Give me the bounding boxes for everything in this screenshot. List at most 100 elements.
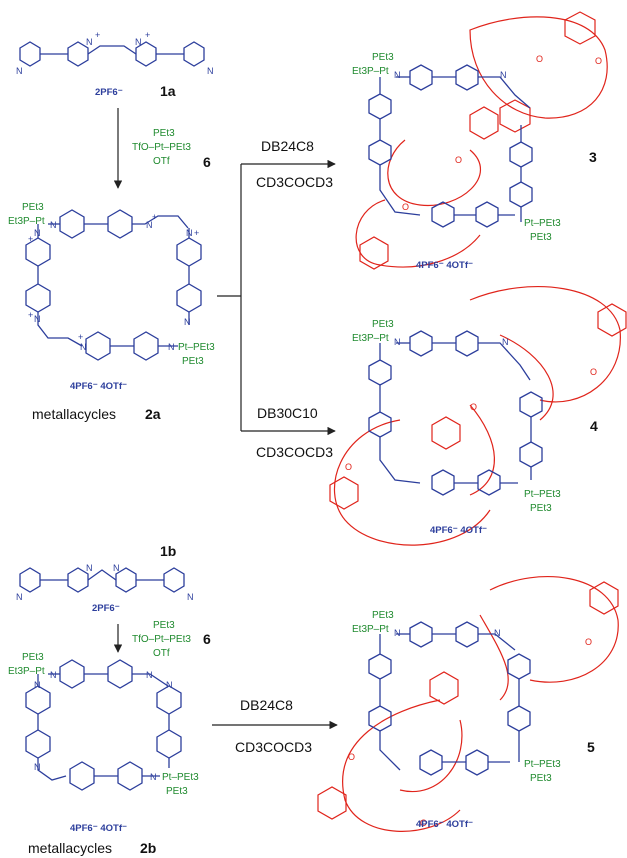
- svg-text:N: N: [50, 670, 57, 680]
- salt-2a: 4PF6⁻ 4OTf⁻: [70, 381, 127, 392]
- svg-text:Pt–PEt3: Pt–PEt3: [524, 759, 561, 770]
- branch-arrows-2a: [217, 159, 336, 436]
- salt-1a: 2PF6⁻: [95, 87, 123, 98]
- salt-1b: 2PF6⁻: [92, 603, 120, 614]
- svg-text:OTf: OTf: [153, 156, 170, 167]
- salt-2b: 4PF6⁻ 4OTf⁻: [70, 823, 127, 834]
- svg-text:Et3P–Pt: Et3P–Pt: [352, 624, 389, 635]
- reagent-6-top: PEt3 TfO–Pt–PEt3 OTf: [132, 128, 191, 167]
- svg-text:N: N: [80, 342, 87, 352]
- svg-text:PEt3: PEt3: [153, 620, 175, 631]
- svg-text:N: N: [186, 228, 193, 238]
- svg-text:PEt3: PEt3: [153, 128, 175, 139]
- svg-text:PEt3: PEt3: [530, 773, 552, 784]
- svg-text:TfO–Pt–PEt3: TfO–Pt–PEt3: [132, 634, 191, 645]
- svg-text:N: N: [502, 337, 509, 347]
- plus-charge: +: [95, 30, 100, 40]
- n-plus-atom: N: [135, 37, 142, 47]
- svg-text:O: O: [345, 462, 352, 472]
- svg-text:Et3P–Pt: Et3P–Pt: [8, 666, 45, 677]
- svg-text:Pt–PEt3: Pt–PEt3: [178, 342, 215, 353]
- n-plus-atom: N: [86, 37, 93, 47]
- svg-text:N: N: [34, 762, 41, 772]
- condition-r3-reagent: DB24C8: [261, 138, 314, 154]
- svg-text:O: O: [590, 367, 597, 377]
- svg-text:Pt–PEt3: Pt–PEt3: [524, 489, 561, 500]
- svg-text:N: N: [146, 220, 153, 230]
- svg-text:N: N: [34, 314, 41, 324]
- svg-text:N: N: [394, 337, 401, 347]
- compound-5-label: 5: [587, 739, 595, 755]
- compound-6-label-bottom: 6: [203, 631, 211, 647]
- svg-text:+: +: [194, 228, 199, 238]
- compound-3-label: 3: [589, 149, 597, 165]
- svg-text:N: N: [86, 563, 93, 573]
- svg-text:+: +: [78, 332, 83, 342]
- svg-text:O: O: [595, 56, 602, 66]
- svg-text:N: N: [184, 317, 191, 327]
- metallacycle-2b-label: metallacycles: [28, 840, 112, 856]
- svg-text:N: N: [113, 563, 120, 573]
- svg-text:PEt3: PEt3: [182, 356, 204, 367]
- svg-text:OTf: OTf: [153, 648, 170, 659]
- n-atom: N: [16, 66, 23, 76]
- plus-charge: +: [145, 30, 150, 40]
- metallacycle-2a-label: metallacycles: [32, 406, 116, 422]
- svg-text:N: N: [150, 772, 157, 782]
- svg-text:TfO–Pt–PEt3: TfO–Pt–PEt3: [132, 142, 191, 153]
- salt-4: 4PF6⁻ 4OTf⁻: [430, 525, 487, 536]
- condition-r5-solvent: CD3COCD3: [235, 739, 312, 755]
- svg-text:N: N: [16, 592, 23, 602]
- svg-text:O: O: [348, 752, 355, 762]
- ligand-1a: N N + N + N: [16, 30, 214, 76]
- svg-text:Et3P–Pt: Et3P–Pt: [352, 333, 389, 344]
- condition-r4-solvent: CD3COCD3: [256, 444, 333, 460]
- svg-text:N: N: [34, 228, 41, 238]
- svg-text:PEt3: PEt3: [372, 610, 394, 621]
- svg-text:PEt3: PEt3: [530, 503, 552, 514]
- product-3-structure: PEt3 Et3P–Pt N N Pt–PEt3 PEt3 O O O O: [352, 11, 608, 270]
- svg-text:PEt3: PEt3: [22, 202, 44, 213]
- svg-text:O: O: [455, 155, 462, 165]
- svg-text:O: O: [585, 637, 592, 647]
- svg-text:PEt3: PEt3: [22, 652, 44, 663]
- svg-text:N: N: [394, 628, 401, 638]
- condition-r4-reagent: DB30C10: [257, 405, 318, 421]
- svg-text:PEt3: PEt3: [372, 52, 394, 63]
- n-atom: N: [207, 66, 214, 76]
- svg-text:+: +: [28, 234, 33, 244]
- svg-text:+: +: [28, 310, 33, 320]
- metallacycle-2b-number: 2b: [140, 840, 156, 856]
- svg-text:O: O: [470, 402, 477, 412]
- svg-text:O: O: [402, 202, 409, 212]
- metallacycle-2b: PEt3 Et3P–Pt N N N N N N Pt–PEt3 PEt3: [8, 652, 199, 797]
- svg-text:PEt3: PEt3: [166, 786, 188, 797]
- svg-text:Et3P–Pt: Et3P–Pt: [352, 66, 389, 77]
- svg-text:O: O: [420, 818, 427, 828]
- product-4-structure: PEt3 Et3P–Pt N N Pt–PEt3 PEt3 O O O: [329, 286, 627, 546]
- svg-text:N: N: [166, 680, 173, 690]
- product-5-structure: PEt3 Et3P–Pt N N Pt–PEt3 PEt3 O O O: [317, 576, 619, 832]
- svg-text:+: +: [152, 212, 157, 222]
- svg-text:N: N: [394, 70, 401, 80]
- svg-text:N: N: [500, 70, 507, 80]
- svg-text:PEt3: PEt3: [530, 232, 552, 243]
- condition-r3-solvent: CD3COCD3: [256, 174, 333, 190]
- metallacycle-2a: PEt3 Et3P–Pt N N + N + N N + N + N + N P…: [8, 202, 215, 367]
- condition-r5-reagent: DB24C8: [240, 697, 293, 713]
- metallacycle-2a-number: 2a: [145, 406, 161, 422]
- salt-3: 4PF6⁻ 4OTf⁻: [416, 260, 473, 271]
- svg-text:N: N: [187, 592, 194, 602]
- compound-6-label-top: 6: [203, 154, 211, 170]
- svg-text:Pt–PEt3: Pt–PEt3: [162, 772, 199, 783]
- compound-1a-label: 1a: [160, 83, 176, 99]
- compound-4-label: 4: [590, 418, 598, 434]
- reagent-6-bottom: PEt3 TfO–Pt–PEt3 OTf: [132, 620, 191, 659]
- salt-5: 4PF6⁻ 4OTf⁻: [416, 819, 473, 830]
- svg-text:N: N: [34, 680, 41, 690]
- compound-1b-label: 1b: [160, 543, 176, 559]
- svg-text:Et3P–Pt: Et3P–Pt: [8, 216, 45, 227]
- svg-text:O: O: [536, 54, 543, 64]
- svg-text:N: N: [50, 220, 57, 230]
